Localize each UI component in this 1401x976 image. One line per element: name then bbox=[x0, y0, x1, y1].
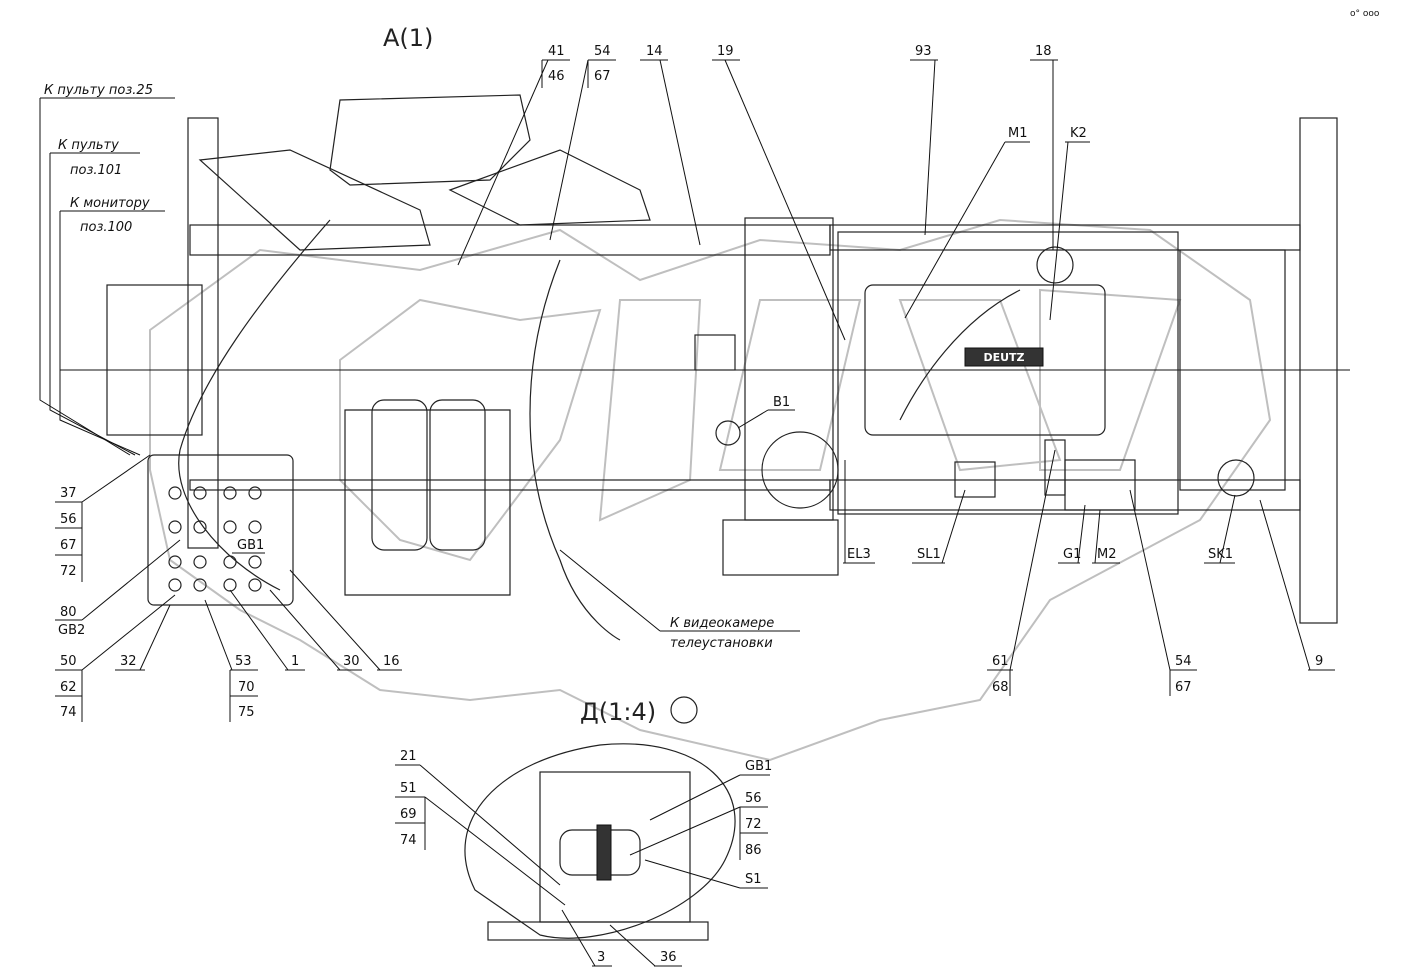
callout-16: 16 bbox=[383, 654, 400, 669]
label-GB1: GB1 bbox=[237, 538, 264, 553]
callout-93: 93 bbox=[915, 44, 932, 59]
note-console-101-l1: К пульту bbox=[58, 138, 119, 153]
callout-80: 80 bbox=[60, 605, 77, 620]
note-camera-l2: телеустановки bbox=[670, 636, 773, 651]
label-SK1: SK1 bbox=[1208, 547, 1233, 562]
battery-cell-terminal bbox=[223, 555, 237, 569]
detail-callout-74: 74 bbox=[400, 833, 417, 848]
callout-18: 18 bbox=[1035, 44, 1052, 59]
component-labels: M1 K2 B1 EL3 SL1 G1 M2 SK1 GB1 bbox=[232, 126, 1236, 564]
label-G1: G1 bbox=[1063, 547, 1081, 562]
callout-41: 41 bbox=[548, 44, 565, 59]
left-callouts: 37 56 67 72 80 GB2 50 62 74 32 53 70 75 … bbox=[55, 454, 402, 722]
battery-cell-terminal bbox=[193, 486, 207, 500]
note-console-101-l2: поз.101 bbox=[70, 163, 122, 178]
label-K2: K2 bbox=[1070, 126, 1087, 141]
battery-cell-terminal bbox=[193, 520, 207, 534]
detail-callout-36: 36 bbox=[660, 950, 677, 965]
air-tanks bbox=[344, 399, 511, 596]
label-EL3: EL3 bbox=[847, 547, 871, 562]
callout-32: 32 bbox=[120, 654, 137, 669]
engine-badge: DEUTZ bbox=[983, 351, 1024, 364]
callout-74-left: 74 bbox=[60, 705, 77, 720]
detail-callout-86: 86 bbox=[745, 843, 762, 858]
battery-cell-terminal bbox=[248, 520, 262, 534]
operator-seat-outline bbox=[198, 94, 651, 251]
battery-cell-terminal bbox=[248, 486, 262, 500]
label-M1: M1 bbox=[1008, 126, 1028, 141]
watermark-gear bbox=[149, 218, 1272, 762]
view-title-detail: Д(1:4) bbox=[580, 698, 656, 726]
view-title-main: А(1) bbox=[383, 24, 433, 52]
detail-callout-21: 21 bbox=[400, 749, 417, 764]
corner-mark: о° ооо bbox=[1350, 9, 1380, 19]
callout-67-right: 67 bbox=[1175, 680, 1192, 695]
callout-75: 75 bbox=[238, 705, 255, 720]
callout-1: 1 bbox=[291, 654, 299, 669]
battery-cell-terminal bbox=[168, 520, 182, 534]
callout-61: 61 bbox=[992, 654, 1009, 669]
detail-marker-circle bbox=[670, 696, 698, 724]
callout-46: 46 bbox=[548, 69, 565, 84]
chassis-frame bbox=[60, 117, 1350, 641]
callout-14: 14 bbox=[646, 44, 663, 59]
callout-54: 54 bbox=[594, 44, 611, 59]
detail-callout-72: 72 bbox=[745, 817, 762, 832]
battery-cell-terminal bbox=[168, 486, 182, 500]
detail-callout-69: 69 bbox=[400, 807, 417, 822]
detail-callout-3: 3 bbox=[597, 950, 605, 965]
callout-72: 72 bbox=[60, 564, 77, 579]
label-SL1: SL1 bbox=[917, 547, 941, 562]
battery-cell-terminal bbox=[223, 520, 237, 534]
callout-56: 56 bbox=[60, 512, 77, 527]
connection-notes: К пульту поз.25 К пульту поз.101 К монит… bbox=[39, 83, 800, 651]
callout-30: 30 bbox=[343, 654, 360, 669]
callout-67: 67 bbox=[594, 69, 611, 84]
right-callouts: 61 68 54 67 9 bbox=[987, 449, 1335, 696]
note-monitor-l2: поз.100 bbox=[80, 220, 132, 235]
callout-37: 37 bbox=[60, 486, 77, 501]
detail-callout-51: 51 bbox=[400, 781, 417, 796]
battery-cell-terminal bbox=[223, 578, 237, 592]
note-console-25: К пульту поз.25 bbox=[44, 83, 153, 98]
engine: DEUTZ bbox=[864, 284, 1136, 511]
label-B1: B1 bbox=[773, 395, 790, 410]
callout-70: 70 bbox=[238, 680, 255, 695]
top-callouts: 41 46 54 67 14 19 93 18 bbox=[457, 44, 1058, 341]
battery-cells bbox=[168, 486, 262, 592]
detail-callout-GB1: GB1 bbox=[745, 759, 772, 774]
note-monitor-l1: К монитору bbox=[70, 196, 150, 211]
battery-cell-terminal bbox=[248, 555, 262, 569]
label-M2: M2 bbox=[1097, 547, 1117, 562]
callout-53: 53 bbox=[235, 654, 252, 669]
callout-50: 50 bbox=[60, 654, 77, 669]
battery-cell-terminal bbox=[168, 578, 182, 592]
battery-cell-terminal bbox=[193, 578, 207, 592]
callout-68: 68 bbox=[992, 680, 1009, 695]
battery-cell-terminal bbox=[193, 555, 207, 569]
callout-GB2: GB2 bbox=[58, 623, 85, 638]
callout-54-right: 54 bbox=[1175, 654, 1192, 669]
detail-callout-S1: S1 bbox=[745, 872, 762, 887]
detail-view: 21 51 69 74 GB1 56 72 86 S1 3 36 bbox=[395, 743, 772, 967]
detail-callout-56: 56 bbox=[745, 791, 762, 806]
battery-cell-terminal bbox=[248, 578, 262, 592]
callout-9: 9 bbox=[1315, 654, 1323, 669]
callout-62: 62 bbox=[60, 680, 77, 695]
battery-cell-terminal bbox=[223, 486, 237, 500]
callout-67-left: 67 bbox=[60, 538, 77, 553]
note-camera-l1: К видеокамере bbox=[670, 616, 774, 631]
battery-cell-terminal bbox=[168, 555, 182, 569]
callout-19: 19 bbox=[717, 44, 734, 59]
battery-box bbox=[147, 454, 294, 606]
